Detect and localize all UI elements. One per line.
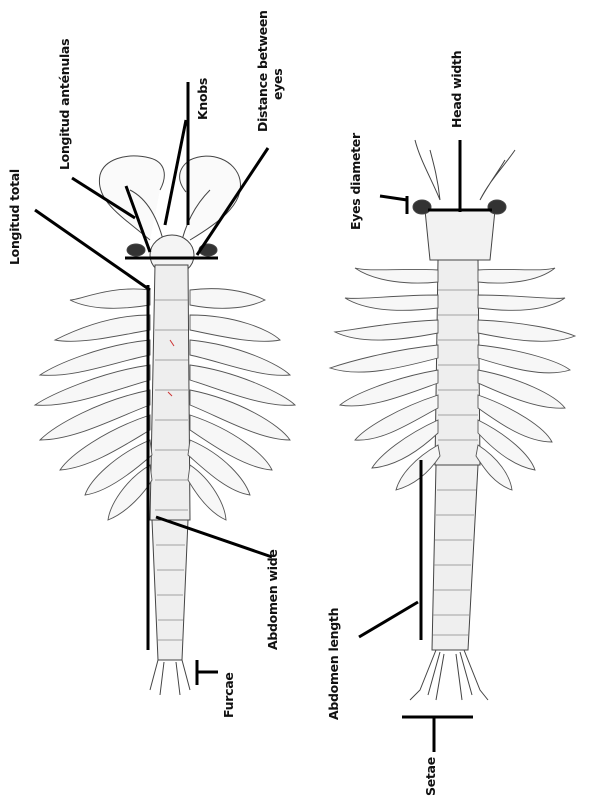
left-thorax [150, 265, 190, 520]
left-abdomen [152, 520, 188, 660]
label-knobs: Knobs [196, 78, 210, 120]
eyes-diameter-leader [380, 196, 407, 200]
right-antenna-right [480, 150, 515, 200]
label-longitud-antenulas: Longitud anténulas [58, 39, 72, 170]
left-furca [150, 660, 190, 695]
right-eye-left [413, 200, 431, 214]
label-head-width: Head width [450, 51, 464, 128]
right-setae [410, 650, 488, 700]
label-eyes-suffix: eyes [271, 69, 285, 100]
label-abdomen-length: Abdomen length [327, 608, 341, 720]
left-eye-left [127, 244, 145, 256]
abdomen-length-leader [359, 602, 418, 637]
label-longitud-total: Longitud total [8, 169, 22, 265]
label-eyes-diameter: Eyes diameter [349, 133, 363, 230]
right-abdomen [432, 465, 478, 650]
left-specimen [99, 156, 240, 695]
label-setae: Setae [424, 757, 438, 796]
label-distance-between: Distance between [256, 10, 270, 132]
label-abdomen-wide: Abdomen wide [266, 549, 280, 650]
right-thorax [435, 260, 480, 465]
right-antenna-left [415, 140, 440, 200]
right-head [425, 210, 495, 260]
right-eye-right [488, 200, 506, 214]
label-furcae: Furcae [222, 672, 236, 718]
